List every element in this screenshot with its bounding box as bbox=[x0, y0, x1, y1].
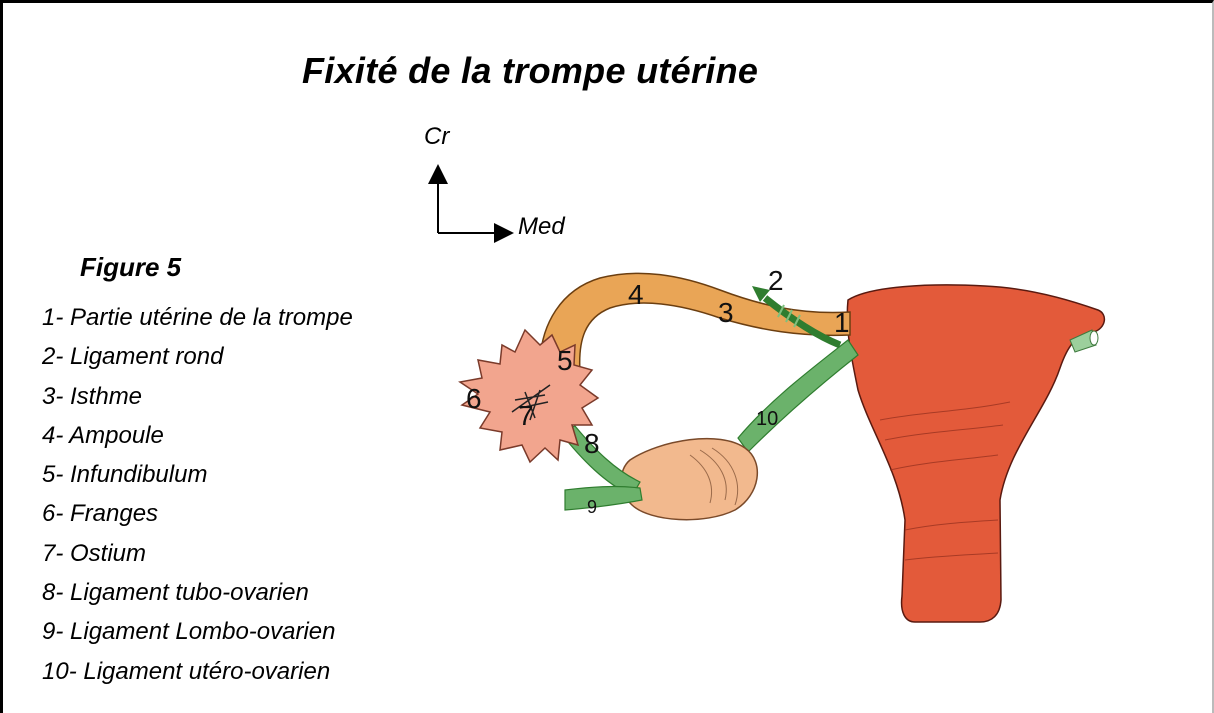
orientation-arrows bbox=[438, 168, 510, 233]
legend-list: 1- Partie utérine de la trompe 2- Ligame… bbox=[42, 298, 353, 691]
utero-ovarian-ligament bbox=[738, 340, 858, 452]
legend-item: 10- Ligament utéro-ovarien bbox=[42, 652, 353, 691]
marker-1: 1 bbox=[834, 307, 850, 338]
orientation-cranial-label: Cr bbox=[424, 123, 449, 151]
legend-item: 9- Ligament Lombo-ovarien bbox=[42, 612, 353, 651]
uterus bbox=[847, 285, 1104, 622]
marker-4: 4 bbox=[628, 279, 644, 310]
marker-3: 3 bbox=[718, 297, 734, 328]
marker-7: 7 bbox=[518, 400, 534, 431]
marker-5: 5 bbox=[557, 345, 573, 376]
legend-item: 1- Partie utérine de la trompe bbox=[42, 298, 353, 337]
figure-label: Figure 5 bbox=[80, 252, 181, 283]
marker-2: 2 bbox=[768, 265, 784, 296]
legend-item: 8- Ligament tubo-ovarien bbox=[42, 573, 353, 612]
marker-6: 6 bbox=[466, 383, 482, 414]
legend-item: 7- Ostium bbox=[42, 534, 353, 573]
lombo-ovarian-ligament bbox=[565, 487, 642, 510]
legend-item: 4- Ampoule bbox=[42, 416, 353, 455]
ovary bbox=[621, 439, 757, 520]
marker-10: 10 bbox=[756, 408, 778, 430]
marker-8: 8 bbox=[584, 428, 600, 459]
legend-item: 6- Franges bbox=[42, 494, 353, 533]
legend-item: 2- Ligament rond bbox=[42, 337, 353, 376]
orientation-medial-label: Med bbox=[518, 213, 565, 241]
legend-item: 5- Infundibulum bbox=[42, 455, 353, 494]
legend-item: 3- Isthme bbox=[42, 377, 353, 416]
marker-9: 9 bbox=[587, 497, 597, 517]
